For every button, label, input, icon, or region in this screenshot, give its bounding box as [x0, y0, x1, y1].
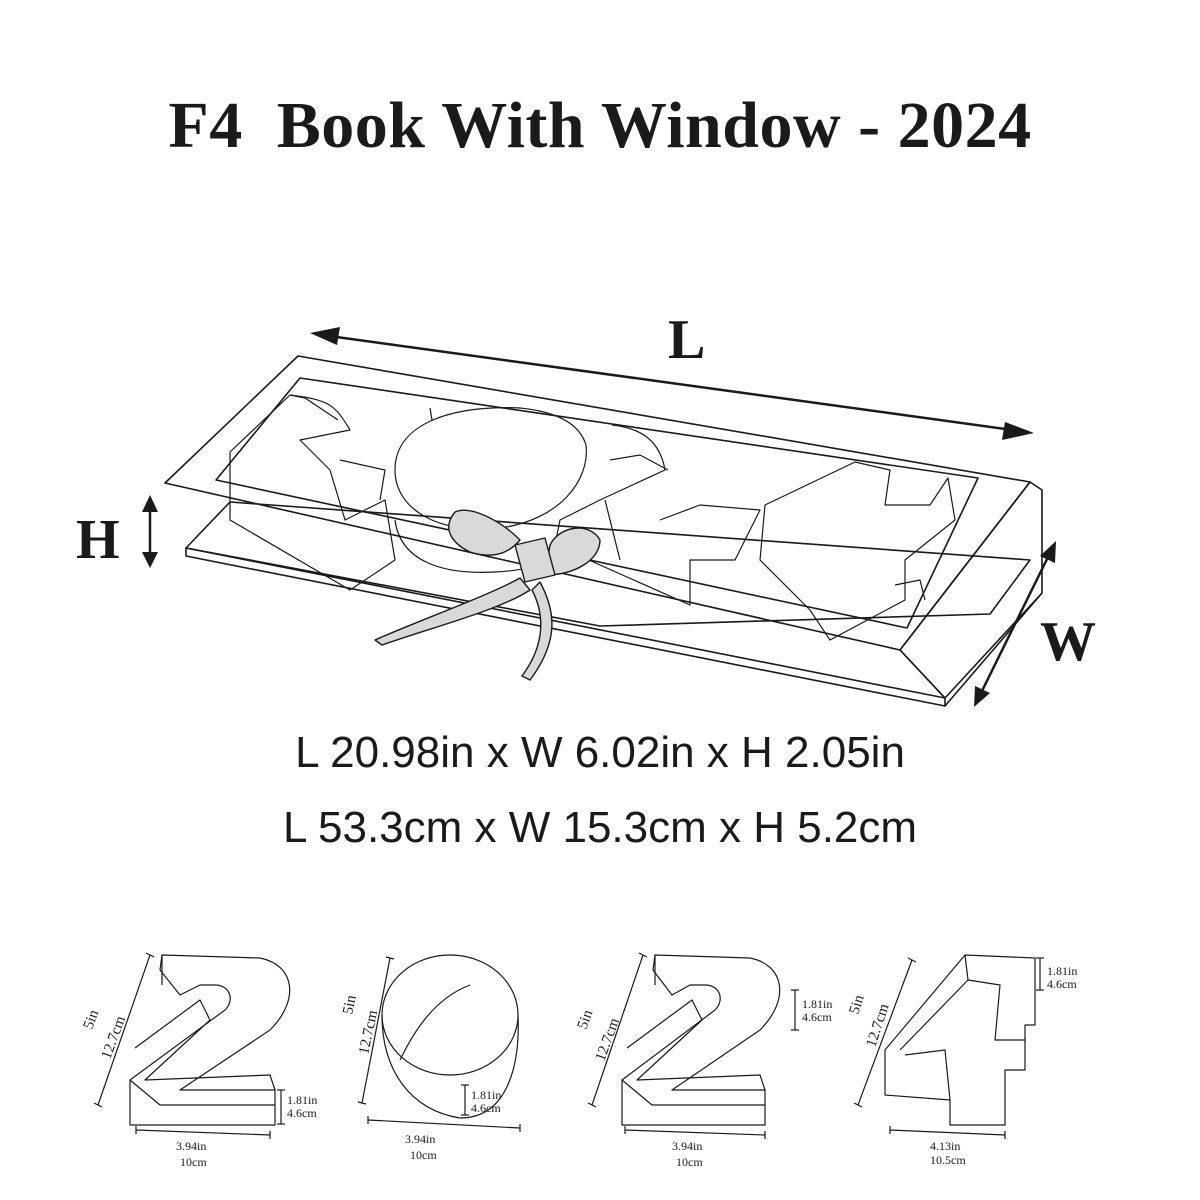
insert-3-width-cm: 10cm: [676, 1155, 703, 1169]
insert-1-width-in: 3.94in: [176, 1139, 206, 1153]
page-title: F4 Book With Window - 2024: [168, 89, 1032, 162]
insert-2-width-in: 3.94in: [405, 1132, 435, 1146]
height-arrow: [142, 495, 158, 568]
dimensions-metric: L 53.3cm x W 15.3cm x H 5.2cm: [282, 803, 918, 852]
length-label: L: [668, 309, 705, 371]
insert-2-depth-in: 1.81in: [471, 1088, 501, 1102]
number-insert-2-second: [587, 952, 799, 1139]
width-arrow: [974, 541, 1056, 707]
insert-3-depth-in: 1.81in: [802, 997, 832, 1011]
insert-2-height-cm: 12.7cm: [356, 1009, 381, 1056]
insert-2-depth-cm: 4.6cm: [471, 1101, 501, 1115]
number-insert-0: [357, 954, 521, 1132]
width-label: W: [1040, 611, 1096, 673]
insert-3-depth-cm: 4.6cm: [802, 1010, 832, 1024]
insert-3-height-in: 5in: [575, 1007, 597, 1031]
insert-2-width-cm: 10cm: [410, 1148, 437, 1162]
insert-4-depth-cm: 4.6cm: [1047, 977, 1077, 991]
box-illustration: [164, 355, 1043, 707]
height-label: H: [76, 509, 120, 571]
insert-1-depth-cm: 4.6cm: [287, 1106, 317, 1120]
insert-1-height-cm: 12.7cm: [99, 1014, 129, 1062]
dimensions-imperial: L 20.98in x W 6.02in x H 2.05in: [295, 728, 905, 777]
number-insert-4: [853, 954, 1044, 1139]
insert-1-depth-in: 1.81in: [287, 1093, 317, 1107]
insert-3-width-in: 3.94in: [672, 1139, 702, 1153]
insert-3-height-cm: 12.7cm: [593, 1016, 623, 1064]
insert-4-width-in: 4.13in: [930, 1139, 960, 1153]
number-insert-2-first: [93, 952, 291, 1139]
insert-1-height-in: 5in: [81, 1007, 103, 1031]
insert-2-height-in: 5in: [340, 993, 360, 1016]
length-arrow: [310, 327, 1034, 440]
insert-4-height-in: 5in: [847, 993, 868, 1017]
insert-4-depth-in: 1.81in: [1047, 964, 1077, 978]
insert-1-width-cm: 10cm: [180, 1155, 207, 1169]
insert-4-height-cm: 12.7cm: [864, 1002, 893, 1050]
insert-4-width-cm: 10.5cm: [930, 1153, 966, 1167]
